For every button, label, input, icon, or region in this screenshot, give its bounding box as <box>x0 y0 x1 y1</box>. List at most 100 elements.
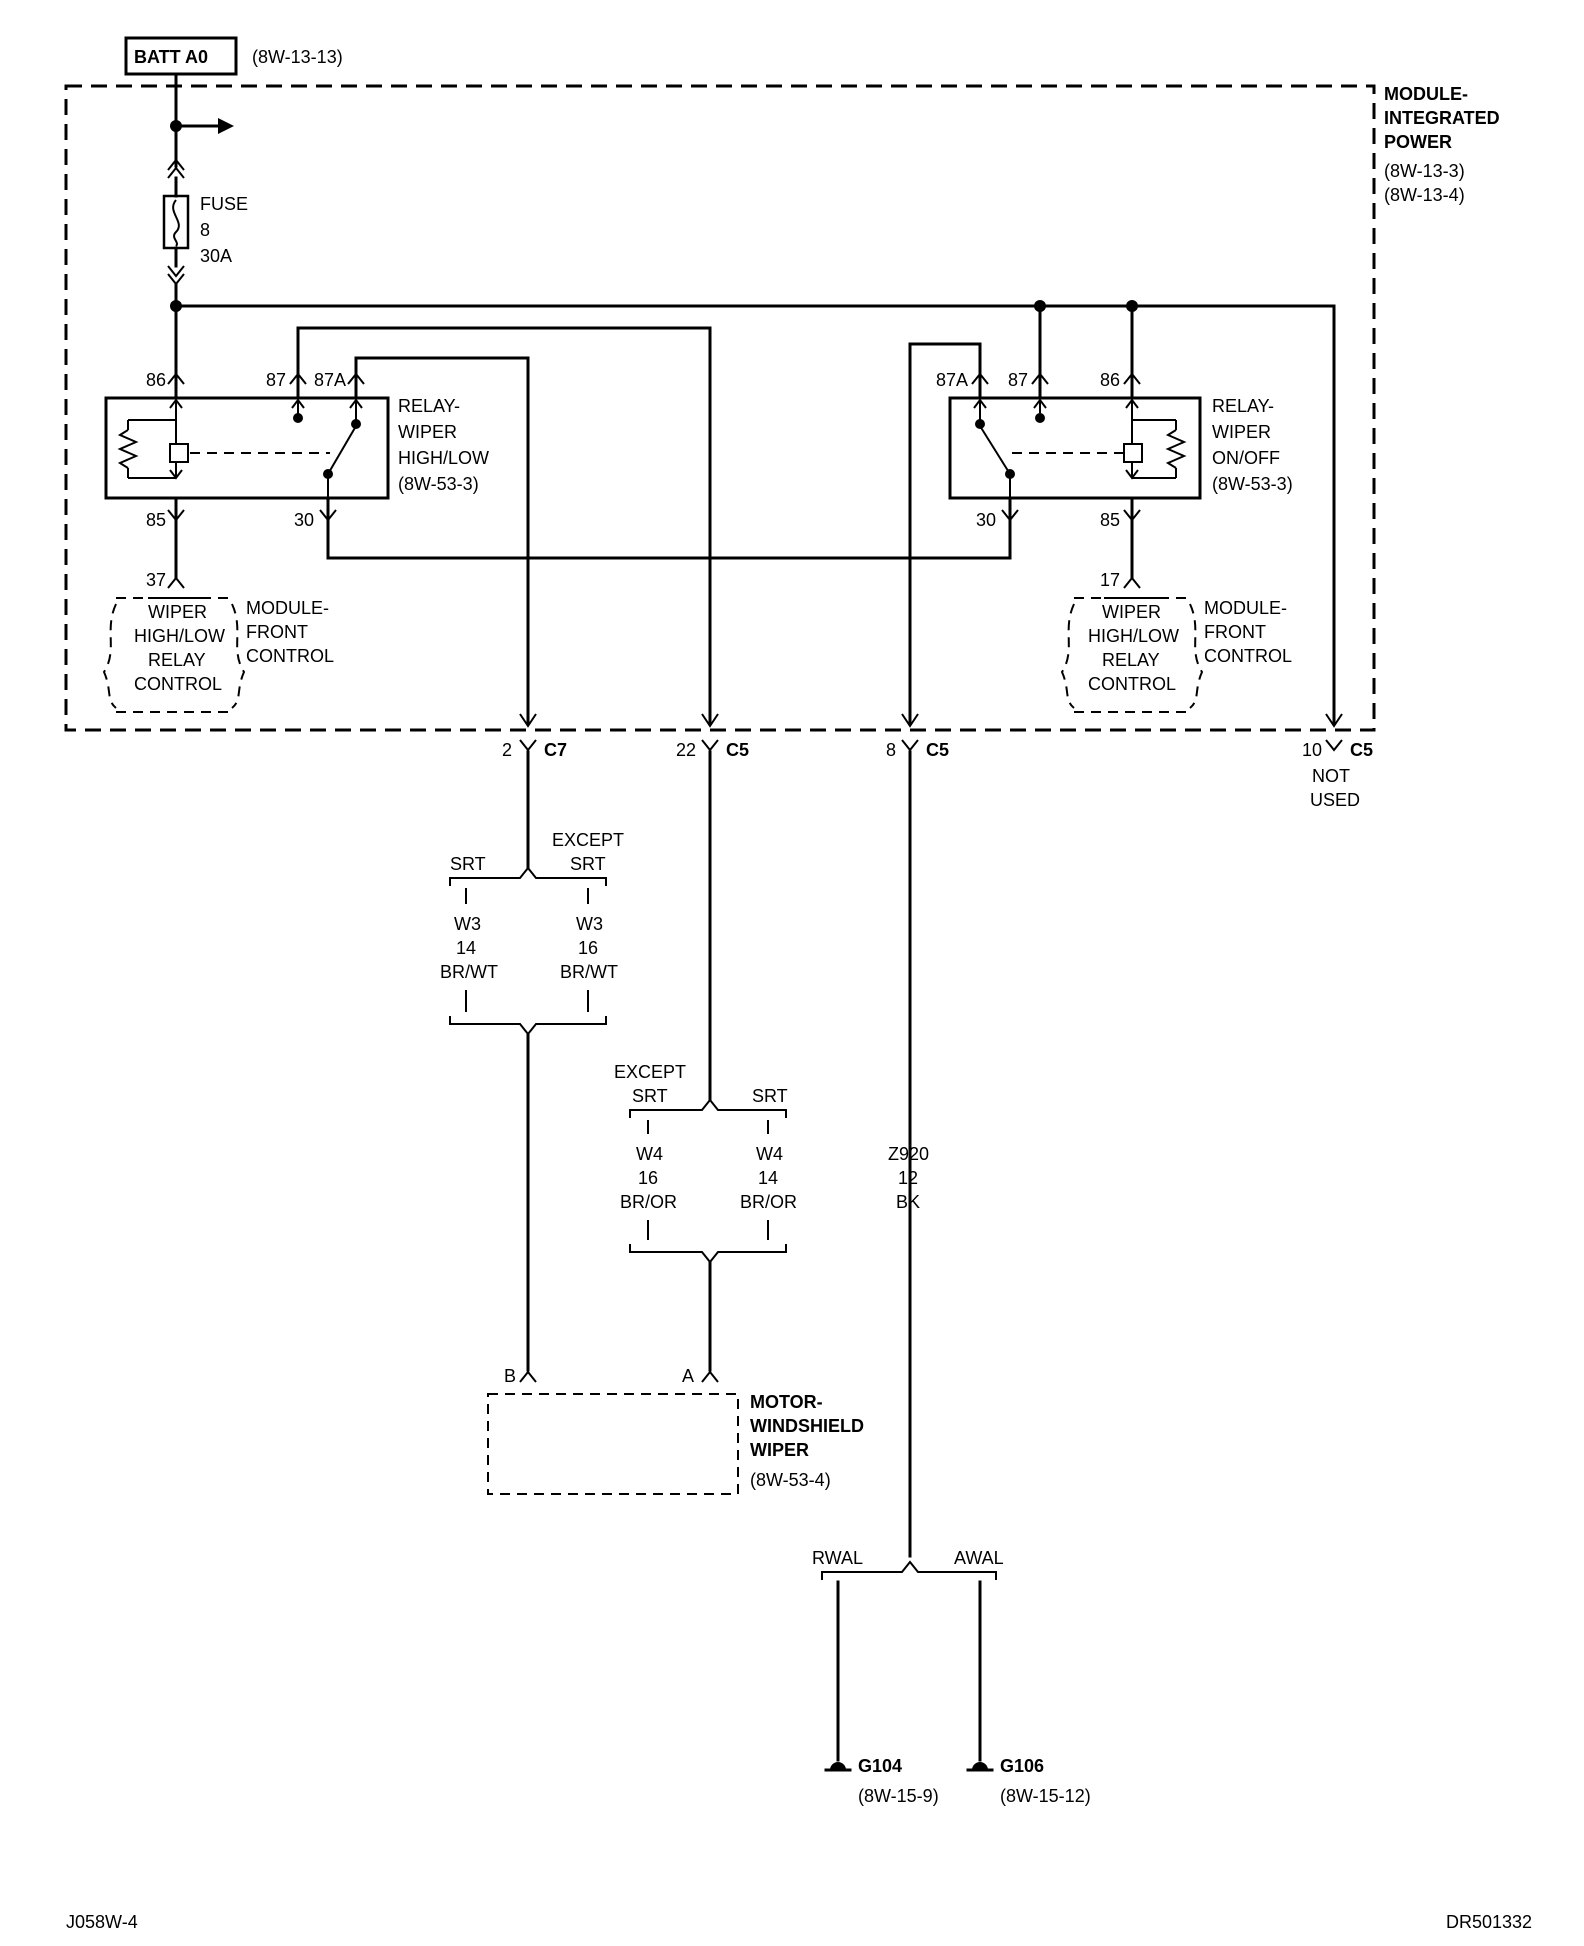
fcm-right-line-4: CONTROL <box>1088 674 1176 694</box>
w4-r-circuit: W4 <box>756 1144 783 1164</box>
fcm-right-line-1: WIPER <box>1102 602 1161 622</box>
fcm-right-pin: 17 <box>1100 570 1120 590</box>
fcm-left-mod-2: FRONT <box>246 622 308 642</box>
fcm-left-outline <box>102 597 246 713</box>
fcm-left-mod-3: CONTROL <box>246 646 334 666</box>
motor-name-3: WIPER <box>750 1440 809 1460</box>
relay-onoff-internals <box>973 398 1187 498</box>
relay-onoff-pin-87: 87 <box>1008 370 1028 390</box>
batt-ref: (8W-13-13) <box>252 47 343 67</box>
w4-r-gauge: 14 <box>758 1168 778 1188</box>
relay-hl-ref: (8W-53-3) <box>398 474 479 494</box>
not-used-1: NOT <box>1312 766 1350 786</box>
fcm-right-line-2: HIGH/LOW <box>1088 626 1179 646</box>
c5-pin-10: 10 <box>1302 740 1322 760</box>
c7-pin-2: 2 <box>502 740 512 760</box>
relay-hl-internals <box>117 398 363 498</box>
c5-pin-8: 8 <box>886 740 896 760</box>
relay-interconnect-wires <box>167 326 1141 728</box>
w3-l-circuit: W3 <box>454 914 481 934</box>
ground-g106: G106 <box>1000 1756 1044 1776</box>
w3-opt-except-1: EXCEPT <box>552 830 624 850</box>
ground-g104-ref: (8W-15-9) <box>858 1786 939 1806</box>
c7-label: C7 <box>544 740 567 760</box>
fcm-right-mod-2: FRONT <box>1204 622 1266 642</box>
relay-onoff-pin-87a: 87A <box>936 370 968 390</box>
z920-circuit: Z920 <box>888 1144 929 1164</box>
relay-hl-pin-87: 87 <box>266 370 286 390</box>
ground-g104: G104 <box>858 1756 902 1776</box>
w4-circuit-wire <box>629 750 787 1383</box>
w3-circuit-wire <box>449 750 607 1383</box>
w3-opt-except-2: SRT <box>570 854 606 874</box>
relay-hl-name-3: HIGH/LOW <box>398 448 489 468</box>
relay-hl-name-2: WIPER <box>398 422 457 442</box>
ipm-ref-1: (8W-13-3) <box>1384 161 1465 181</box>
fcm-left-line-1: WIPER <box>148 602 207 622</box>
ipm-boundary <box>64 84 1376 732</box>
z920-color: BK <box>896 1192 920 1212</box>
c5-label-10: C5 <box>1350 740 1373 760</box>
motor-windshield-wiper-outline <box>487 1393 739 1495</box>
ipm-title-1: MODULE- <box>1384 84 1468 104</box>
battery-feed-wire <box>167 72 234 198</box>
not-used-2: USED <box>1310 790 1360 810</box>
w4-r-color: BR/OR <box>740 1192 797 1212</box>
z920-opt-awal: AWAL <box>954 1548 1004 1568</box>
relay-onoff-pin-30: 30 <box>976 510 996 530</box>
z920-circuit-wire <box>821 750 997 1772</box>
relay-hl-pin-86: 86 <box>146 370 166 390</box>
w4-l-color: BR/OR <box>620 1192 677 1212</box>
fcm-right-mod-3: CONTROL <box>1204 646 1292 666</box>
fcm-right-line-3: RELAY <box>1102 650 1160 670</box>
batt-box <box>124 36 238 76</box>
relay-high-low-body <box>104 396 390 500</box>
relay-hl-name-1: RELAY- <box>398 396 460 416</box>
w4-l-circuit: W4 <box>636 1144 663 1164</box>
fcm-left-pin: 37 <box>146 570 166 590</box>
w3-r-color: BR/WT <box>560 962 618 982</box>
relay-onoff-terminals <box>971 304 1141 522</box>
relay-on-off-body <box>948 396 1202 500</box>
motor-name-2: WINDSHIELD <box>750 1416 864 1436</box>
w4-opt-except-1: EXCEPT <box>614 1062 686 1082</box>
batt-label: BATT A0 <box>134 47 208 67</box>
relay-onoff-pin-86: 86 <box>1100 370 1120 390</box>
w4-opt-except-2: SRT <box>632 1086 668 1106</box>
ipm-ref-2: (8W-13-4) <box>1384 185 1465 205</box>
w4-l-gauge: 16 <box>638 1168 658 1188</box>
ipm-title-3: POWER <box>1384 132 1452 152</box>
relay-onoff-name-3: ON/OFF <box>1212 448 1280 468</box>
relay-onoff-name-2: WIPER <box>1212 422 1271 442</box>
c5-label-8: C5 <box>926 740 949 760</box>
ipm-title-2: INTEGRATED <box>1384 108 1500 128</box>
fcm-left-line-2: HIGH/LOW <box>134 626 225 646</box>
fuse-number: 8 <box>200 220 210 240</box>
fuse-rating: 30A <box>200 246 232 266</box>
relay-hl-pin-85: 85 <box>146 510 166 530</box>
motor-pin-a: A <box>682 1366 694 1386</box>
w3-opt-srt: SRT <box>450 854 486 874</box>
motor-pin-b: B <box>504 1366 516 1386</box>
relay-onoff-pin-85: 85 <box>1100 510 1120 530</box>
w3-r-circuit: W3 <box>576 914 603 934</box>
z920-gauge: 12 <box>898 1168 918 1188</box>
ground-g106-ref: (8W-15-12) <box>1000 1786 1091 1806</box>
fcm-left-line-3: RELAY <box>148 650 206 670</box>
w3-l-color: BR/WT <box>440 962 498 982</box>
relay-onoff-name-1: RELAY- <box>1212 396 1274 416</box>
fuse-8 <box>162 194 190 250</box>
w3-l-gauge: 14 <box>456 938 476 958</box>
c5-label-22: C5 <box>726 740 749 760</box>
w3-r-gauge: 16 <box>578 938 598 958</box>
footer-left: J058W-4 <box>66 1912 138 1932</box>
motor-name-1: MOTOR- <box>750 1392 823 1412</box>
relay-hl-pin-87a: 87A <box>314 370 346 390</box>
connector-ticks <box>519 739 1343 752</box>
fuse-output-wire <box>167 246 1343 728</box>
fcm-left-mod-1: MODULE- <box>246 598 329 618</box>
fcm-right-mod-1: MODULE- <box>1204 598 1287 618</box>
fcm-right-outline <box>1060 597 1204 713</box>
footer-right: DR501332 <box>1446 1912 1532 1932</box>
